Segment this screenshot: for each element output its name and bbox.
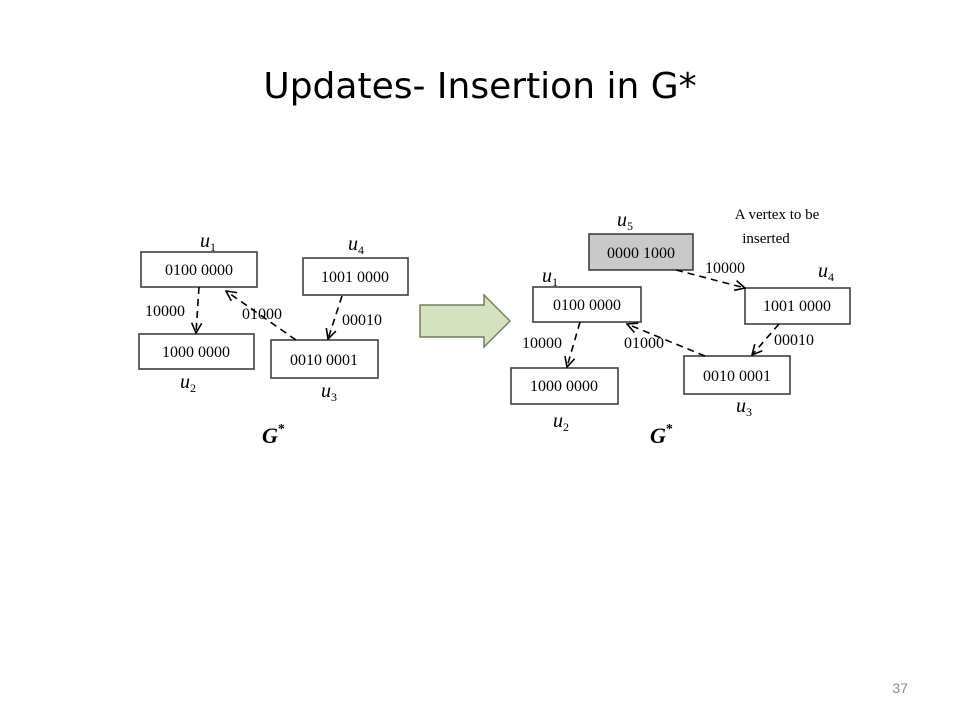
left-edge-u1-u2: [196, 286, 199, 333]
right-edge-u1-u2: [567, 321, 581, 367]
left-node-u3: 0010 0001 u3: [270, 339, 379, 404]
left-node-u3-code: 0010 0001: [290, 352, 358, 369]
right-graph: 0000 1000 u5 A vertex to be inserted 010…: [510, 207, 851, 448]
left-node-u4-code: 1001 0000: [321, 269, 389, 286]
left-edge-u3-u1-label: 01000: [242, 306, 282, 323]
right-graph-caption: G*: [650, 422, 673, 448]
right-node-u3-label: u3: [736, 395, 752, 419]
page-number: 37: [892, 680, 908, 696]
right-node-u1: 0100 0000 u1: [532, 265, 642, 323]
left-node-u2-code: 1000 0000: [162, 344, 230, 361]
inserted-vertex-note-line1: A vertex to be: [735, 207, 820, 223]
right-edge-u1-u2-label: 10000: [522, 335, 562, 352]
left-node-u4-label: u4: [348, 233, 364, 257]
left-edge-u1-u2-label: 10000: [145, 303, 185, 320]
inserted-vertex-note-line2: inserted: [742, 231, 790, 247]
right-node-u5: 0000 1000 u5: [588, 209, 694, 271]
right-node-u5-label: u5: [617, 209, 633, 233]
right-node-u2-code: 1000 0000: [530, 378, 598, 395]
left-graph-caption: G*: [262, 422, 285, 448]
right-node-u4: 1001 0000 u4: [744, 260, 851, 325]
right-node-u5-code: 0000 1000: [607, 245, 675, 262]
right-node-u4-label: u4: [818, 260, 834, 284]
right-node-u4-code: 1001 0000: [763, 298, 831, 315]
right-edge-u3-u1-label: 01000: [624, 335, 664, 352]
right-edge-u5-u4-label: 10000: [705, 260, 745, 277]
right-node-u1-label: u1: [542, 265, 558, 289]
right-node-u3-code: 0010 0001: [703, 368, 771, 385]
left-node-u2-label: u2: [180, 371, 196, 395]
right-edge-u4-u3: [752, 323, 780, 355]
right-edge-u3-u1: [627, 324, 706, 357]
left-node-u1-label: u1: [200, 230, 216, 254]
transition-arrow-icon: [419, 293, 512, 349]
left-edge-u4-u3: [328, 295, 343, 339]
left-graph: 0100 0000 u1 1000 0000 u2 0010 0001 u3 1…: [138, 230, 409, 448]
left-edge-u4-u3-label: 00010: [342, 312, 382, 329]
slide-title: Updates- Insertion in G*: [263, 66, 697, 107]
left-node-u1: 0100 0000 u1: [140, 230, 258, 288]
left-edge-u3-u1: [226, 291, 297, 341]
left-node-u2: 1000 0000 u2: [138, 333, 255, 395]
right-edge-u4-u3-label: 00010: [774, 332, 814, 349]
left-node-u3-label: u3: [321, 380, 337, 404]
right-node-u3: 0010 0001 u3: [683, 355, 791, 419]
right-node-u2: 1000 0000 u2: [510, 367, 619, 434]
right-node-u2-label: u2: [553, 410, 569, 434]
left-node-u1-code: 0100 0000: [165, 262, 233, 279]
right-node-u1-code: 0100 0000: [553, 297, 621, 314]
left-node-u4: 1001 0000 u4: [302, 233, 409, 296]
